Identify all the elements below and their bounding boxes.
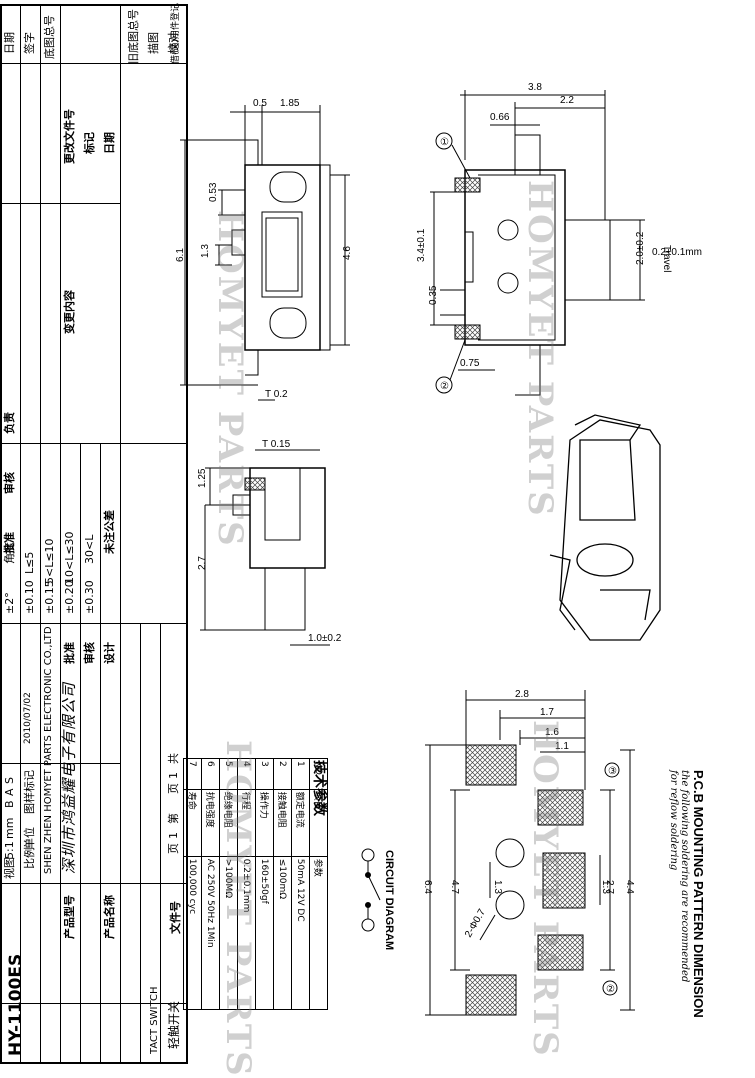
top-view [180, 105, 350, 401]
spec-value: 100,000 cyc [183, 856, 202, 1010]
spec-header-row: NO 项目 参数 [309, 758, 328, 1010]
side-view-dims-label: 0.66 [490, 112, 510, 123]
pcb-dims-label: 2.7 [604, 880, 615, 894]
spec-item: 操作力 [255, 789, 274, 857]
spec-item: 抗电强度 [201, 789, 220, 857]
pcb-dims-label: 2.8 [515, 689, 529, 700]
top-view-dims-label: 0.53 [208, 182, 219, 202]
side-view-dims-label: 0.75 [460, 358, 480, 369]
spec-item: 寿命 [183, 789, 202, 857]
front-view-dims-label: T 0.15 [262, 439, 291, 450]
pcb-dims-label: 1.6 [545, 727, 559, 738]
spec-no: 7 [183, 758, 202, 790]
pcb-dims-label: 6.4 [422, 880, 433, 894]
pcb-dims-label: 2-Φ0.7 [463, 907, 488, 940]
watermark-3: HOMYET PARTS [525, 720, 565, 1058]
spec-value: AC 250V 50Hz 1Min [201, 856, 220, 1010]
spec-no: 1 [291, 758, 310, 790]
front-view-dims-label: 1.0±0.2 [308, 633, 342, 644]
pcb-dims-label: 1.1 [555, 741, 569, 752]
watermark-1: HOMYET PARTS [520, 180, 560, 518]
callouts-label: ② [606, 984, 615, 995]
top-view-dims-label: 1.3 [200, 244, 211, 258]
front-view [200, 449, 330, 646]
top-view-dims-label: 6.1 [175, 248, 186, 262]
isometric-view [549, 414, 661, 641]
pcb-dims-label: 1.3 [600, 880, 611, 894]
top-view-dims-label: T 0.2 [265, 389, 288, 400]
side-view-dims-label: 3.8 [528, 82, 542, 93]
pcb-note-1: the following soldering are recommended [679, 770, 690, 983]
front-view-dims-label: 1.25 [197, 468, 208, 488]
watermark-2: HOMYET PARTS [210, 210, 250, 548]
top-view-dims-label: 0.5 [253, 98, 267, 109]
travel-label: Travel [661, 245, 672, 273]
top-view-dims-label: 1.85 [280, 98, 300, 109]
callouts-label: ② [440, 381, 449, 392]
pcb-dims-label: 1.7 [540, 707, 554, 718]
side-view-dims-label: 3.4±0.1 [416, 228, 427, 262]
top-view-dims-label: 4.6 [342, 246, 353, 260]
callouts-label: ③ [608, 766, 617, 777]
spec-item: 额定电流 [291, 789, 310, 857]
side-view-dims-label: 2.2 [560, 95, 574, 106]
spec-no: 6 [201, 758, 220, 790]
spec-value: 160±50gf [255, 856, 274, 1010]
spec-no: 3 [255, 758, 274, 790]
side-view-dims-label: 2.0±0.2 [635, 231, 646, 265]
side-view [430, 90, 645, 396]
circuit-label: CIRCUIT DIAGRAM [383, 850, 395, 951]
front-view-dims-label: 2.7 [197, 556, 208, 570]
spec-header-value: 参数 [309, 856, 328, 1010]
spec-value: ≤100mΩ [273, 856, 292, 1010]
spec-header-no: NO [309, 758, 328, 790]
spec-header-item: 项目 [309, 789, 328, 857]
pcb-dims-label: 1.3 [492, 880, 503, 894]
callouts-label: ① [440, 137, 449, 148]
side-view-dims-label: 0.35 [428, 285, 439, 305]
circuit-diagram [361, 848, 381, 932]
pcb-title: P.C.B MOUNTING PATTERN DIMENSION [691, 770, 706, 1018]
pcb-dims-label: 4.7 [449, 880, 460, 894]
pcb-dims-label: 4.4 [624, 880, 635, 894]
side-view-dims-label: 0.2±0.1mm [652, 247, 702, 258]
pcb-pattern [425, 690, 635, 1016]
spec-value: 50mA 12V DC [291, 856, 310, 1010]
watermark-4: HOMYET PARTS [218, 740, 258, 1078]
spec-no: 2 [273, 758, 292, 790]
spec-item: 接触电阻 [273, 789, 292, 857]
pcb-note-2: for reflow soldering [668, 770, 679, 871]
